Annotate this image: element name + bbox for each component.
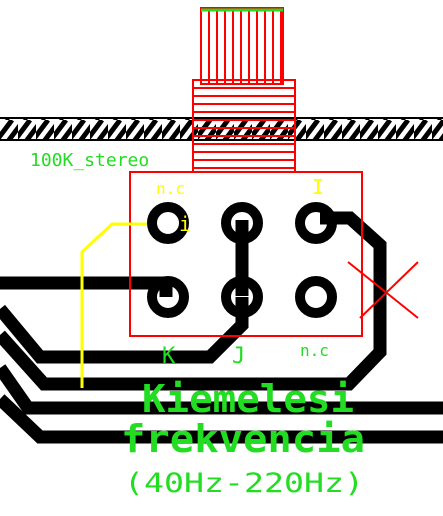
pad-center-top	[221, 202, 263, 244]
shaft-knurling	[208, 8, 282, 84]
trace-bottom-1	[0, 364, 443, 415]
caption-line-2: frekvencia	[121, 417, 365, 461]
pot-shaft	[192, 7, 296, 173]
pin-label-j: J	[232, 344, 245, 369]
jumper-wire	[80, 222, 154, 388]
pin-label-nc-top: n.c	[156, 179, 185, 198]
pad-k	[147, 276, 189, 318]
labels: 100K_stereo n.c I i K J n.c Kiemelesi fr…	[30, 150, 365, 499]
trace-to-pad-one	[0, 211, 387, 391]
pin-label-one: I	[312, 175, 324, 199]
pin-label-nc-bottom: n.c	[300, 341, 329, 360]
pads	[147, 202, 337, 318]
pot-body-outline	[129, 171, 363, 337]
pad-one	[295, 202, 337, 244]
trace-to-pad-j	[0, 297, 249, 364]
pad-nc	[295, 276, 337, 318]
trace-bottom-2	[0, 394, 443, 444]
caption-line-1: Kiemelesi	[142, 377, 354, 421]
pin-label-i: i	[179, 212, 191, 236]
bushing-thread-lines	[193, 87, 295, 169]
pad-i	[147, 202, 189, 244]
component-value-label: 100K_stereo	[30, 150, 149, 171]
caption-line-3: (40Hz-220Hz)	[124, 468, 364, 499]
pin-label-k: K	[162, 344, 176, 369]
nc-cross-mark	[347, 261, 419, 319]
pad-j	[221, 276, 263, 318]
